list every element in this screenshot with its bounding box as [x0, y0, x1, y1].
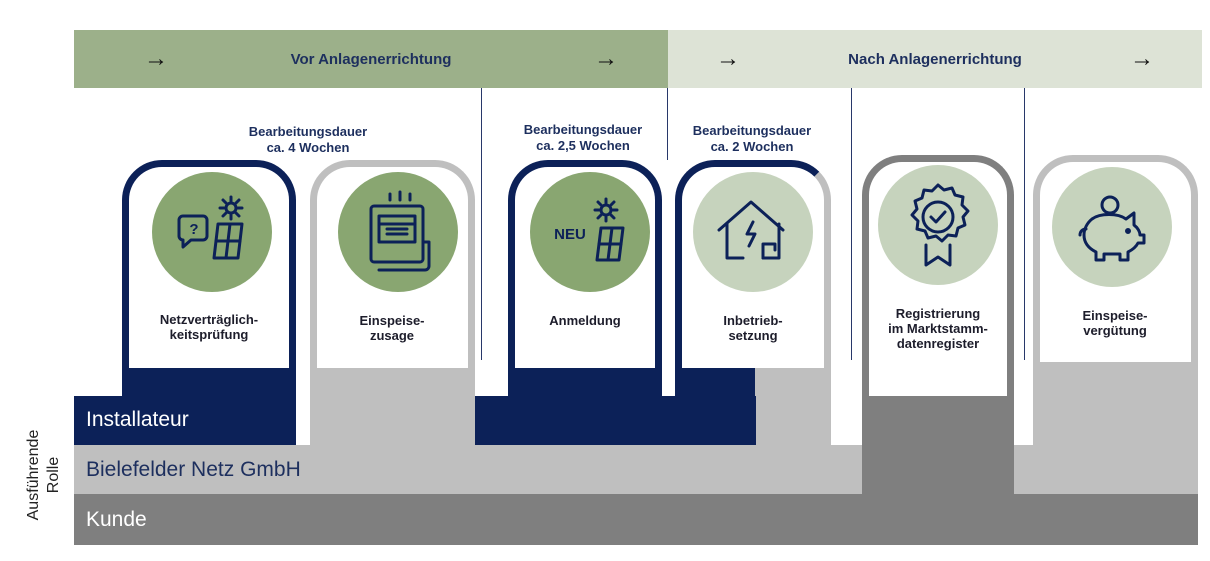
- separator-line: [481, 88, 482, 360]
- phase-banner-before: Vor Anlagenerrichtung: [74, 30, 668, 88]
- role-bar-installer: [475, 396, 756, 445]
- duration-value: ca. 2 Wochen: [710, 139, 794, 154]
- step-circle: [338, 172, 458, 292]
- role-axis-label: Ausführende Rolle: [24, 405, 68, 545]
- duration-note: Bearbeitungsdauer ca. 2 Wochen: [662, 123, 842, 155]
- house-power-icon: [717, 200, 785, 260]
- step-label-line: Einspeise-: [1082, 308, 1148, 323]
- new-badge: NEU: [554, 226, 586, 243]
- card-base-block: [310, 368, 475, 445]
- arrow-right-icon: →: [144, 45, 168, 72]
- duration-value: ca. 4 Wochen: [266, 140, 350, 155]
- step-label: Anmeldung: [500, 313, 670, 328]
- phase-label-before: Vor Anlagenerrichtung: [290, 50, 452, 68]
- card-base-block: [122, 368, 296, 396]
- step-label: Inbetrieb- setzung: [668, 313, 838, 343]
- phase-label-after: Nach Anlagenerrichtung: [848, 50, 1022, 68]
- separator-line: [1024, 88, 1025, 360]
- phase-banner-after: Nach Anlagenerrichtung: [668, 30, 1202, 88]
- step-label-line: Anmeldung: [549, 313, 621, 328]
- card-base-block: [862, 396, 1014, 494]
- new-solar-icon: NEU: [554, 197, 625, 262]
- duration-label: Bearbeitungsdauer: [248, 124, 368, 139]
- step-circle: NEU: [530, 172, 650, 292]
- duration-note: Bearbeitungsdauer ca. 2,5 Wochen: [493, 122, 673, 154]
- step-label: Registrierung im Marktstamm- datenregist…: [853, 306, 1023, 351]
- step-label: Einspeise- vergütung: [1030, 308, 1200, 338]
- step-circle: ?: [152, 172, 272, 292]
- step-circle: [1052, 167, 1172, 287]
- role-label-installer: Installateur: [86, 408, 189, 431]
- step-label-line: datenregister: [896, 336, 980, 351]
- card-base-block: [1033, 362, 1198, 445]
- document-printer-icon: [369, 190, 431, 272]
- step-label: Netzverträglich- keitsprüfung: [124, 312, 294, 342]
- card-base-block: [675, 368, 755, 396]
- role-label-network: Bielefelder Netz GmbH: [86, 458, 301, 481]
- piggy-bank-icon: [1078, 195, 1146, 262]
- card-base-block: [508, 368, 662, 396]
- role-axis-label-line2: Rolle: [45, 456, 62, 494]
- role-bar-network: [1014, 445, 1198, 494]
- step-label-line: keitsprüfung: [169, 327, 249, 342]
- svg-text:?: ?: [189, 221, 198, 238]
- role-axis-label-line1: Ausführende: [25, 429, 42, 521]
- step-label-line: im Marktstamm-: [888, 321, 988, 336]
- role-bar-network: [74, 445, 862, 494]
- role-bar-customer: [74, 494, 1198, 545]
- certified-seal-icon: [910, 183, 970, 267]
- step-circle: [693, 172, 813, 292]
- separator-line: [851, 88, 852, 360]
- separator-line: [667, 88, 668, 160]
- step-label: Einspeise- zusage: [307, 313, 477, 343]
- duration-label: Bearbeitungsdauer: [523, 122, 643, 137]
- arrow-right-icon: →: [594, 45, 618, 72]
- arrow-right-icon: →: [716, 45, 740, 72]
- step-label-line: Inbetrieb-: [723, 313, 783, 328]
- role-label-customer: Kunde: [86, 508, 147, 531]
- step-label-line: zusage: [369, 328, 415, 343]
- step-label-line: vergütung: [1083, 323, 1147, 338]
- duration-label: Bearbeitungsdauer: [692, 123, 812, 138]
- step-label-line: setzung: [728, 328, 778, 343]
- role-bar-installer: [74, 396, 296, 445]
- step-circle: [878, 165, 998, 285]
- card-base-block: [755, 368, 831, 445]
- step-label-line: Registrierung: [895, 306, 981, 321]
- step-label-line: Einspeise-: [359, 313, 425, 328]
- duration-note: Bearbeitungsdauer ca. 4 Wochen: [218, 124, 398, 156]
- question-solar-icon: ?: [177, 195, 244, 260]
- duration-value: ca. 2,5 Wochen: [536, 138, 630, 153]
- arrow-right-icon: →: [1130, 45, 1154, 72]
- step-label-line: Netzverträglich-: [159, 312, 259, 327]
